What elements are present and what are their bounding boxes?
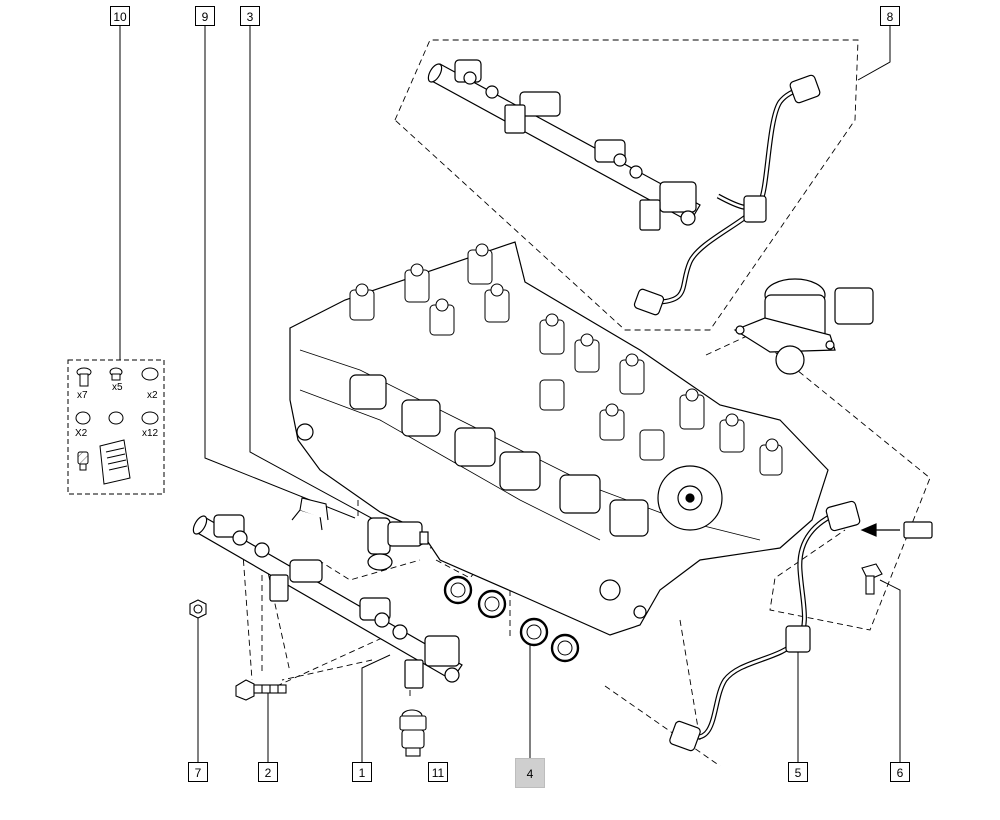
injector-clip <box>291 497 329 531</box>
callout-10[interactable]: 10 <box>110 6 130 26</box>
kit-qty-label-5: x12 <box>142 428 159 439</box>
upper-hp-pipe <box>633 74 821 316</box>
callout-1[interactable]: 1 <box>352 762 372 782</box>
kit-qty-label-3: x2 <box>147 390 158 401</box>
hp-fuel-pump <box>733 278 874 375</box>
callout-4-selected[interactable]: 4 <box>515 758 545 788</box>
bolt-part-6 <box>861 563 883 595</box>
lower-fuel-rail <box>192 514 463 689</box>
cylinder-head <box>289 241 829 636</box>
connector-symbol <box>860 521 933 539</box>
callout-2[interactable]: 2 <box>258 762 278 782</box>
leader-lines <box>119 26 901 762</box>
nut-part-7 <box>189 599 207 619</box>
sensor-part-11 <box>399 709 427 757</box>
kit-qty-label-2: x5 <box>112 382 123 393</box>
callout-9[interactable]: 9 <box>195 6 215 26</box>
callout-11[interactable]: 11 <box>428 762 448 782</box>
callout-3[interactable]: 3 <box>240 6 260 26</box>
callout-8[interactable]: 8 <box>880 6 900 26</box>
bolt-part-2 <box>235 679 287 701</box>
kit-qty-label-4: X2 <box>75 428 88 439</box>
callout-7[interactable]: 7 <box>188 762 208 782</box>
lower-hp-pipe <box>669 500 861 752</box>
upper-fuel-rail <box>427 59 701 231</box>
kit-box <box>67 359 165 495</box>
callout-5[interactable]: 5 <box>788 762 808 782</box>
callout-6[interactable]: 6 <box>890 762 910 782</box>
seal-rings <box>443 575 580 663</box>
fuel-injector <box>367 517 429 571</box>
kit-qty-label-1: x7 <box>77 390 88 401</box>
